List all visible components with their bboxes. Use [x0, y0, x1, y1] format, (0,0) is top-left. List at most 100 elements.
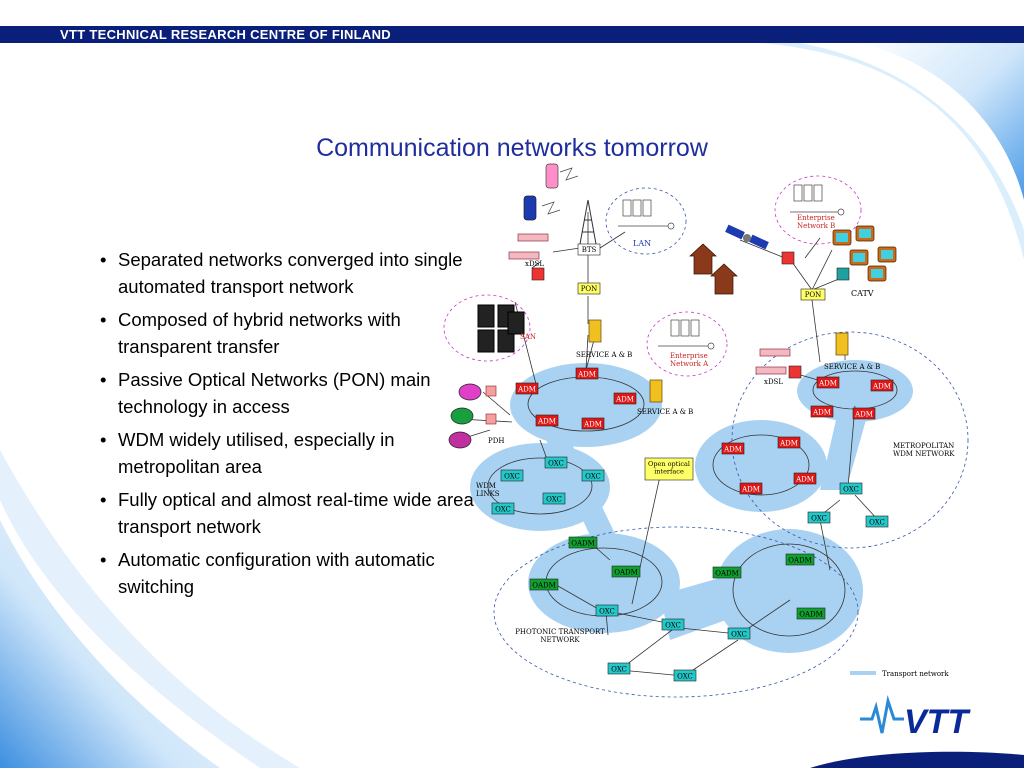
oxc-node-box	[727, 627, 751, 640]
oadm-node-box	[611, 565, 641, 578]
adm-node-label: ADM	[872, 383, 891, 391]
link-line	[811, 249, 833, 291]
mobile-phone-icon	[523, 195, 537, 221]
ent-b-terminator	[837, 208, 845, 216]
house-icon	[710, 263, 738, 295]
oxc-node-label: OXC	[869, 519, 885, 527]
pon-left-label: PON	[581, 285, 598, 293]
bullet-item: Passive Optical Networks (PON) main tech…	[96, 366, 476, 420]
service-left-label: SERVICE A & B	[576, 351, 632, 359]
bts-tower-icon	[579, 199, 597, 245]
oadm-node-label: OADM	[715, 570, 739, 578]
oxc-node-box	[581, 469, 605, 482]
legend-label: Transport network	[882, 670, 949, 678]
tv-screen-icon	[881, 250, 893, 259]
oxc-node-box	[839, 482, 863, 495]
link-line	[811, 299, 821, 363]
xdsl-right-label: xDSL	[764, 378, 783, 386]
link-line	[631, 475, 661, 605]
san-label: SAN	[520, 333, 536, 341]
modem-icon	[759, 348, 791, 357]
link-layer	[457, 212, 879, 677]
modem-icon	[508, 251, 540, 260]
ring-line	[712, 434, 810, 496]
adm-node-box	[535, 414, 559, 427]
service-server-icon	[835, 332, 849, 356]
pon-right-box	[800, 288, 826, 301]
oxc-node-box	[544, 456, 568, 469]
modem-icon	[517, 233, 549, 242]
oadm-node-box	[529, 578, 559, 591]
ring-line	[487, 457, 593, 515]
oxc-node-label: OXC	[811, 515, 827, 523]
adm-node-label: ADM	[854, 411, 873, 419]
tv-screen-icon	[853, 253, 865, 262]
bullet-item: WDM widely utilised, especially in metro…	[96, 426, 476, 480]
link-line	[804, 237, 821, 259]
link-line	[791, 261, 813, 291]
telephone-icon	[448, 431, 472, 449]
adm-node-label: ADM	[583, 421, 602, 429]
oxc-node-label: OXC	[677, 673, 693, 681]
adm-node-label: ADM	[818, 380, 837, 388]
pdh-unit-icon	[485, 385, 497, 397]
radio-wave-icon	[559, 167, 579, 181]
san-storage-icon	[507, 311, 525, 335]
device-layer	[448, 163, 897, 675]
open-optical-box	[644, 457, 694, 481]
link-line	[739, 239, 786, 259]
oxc-node-label: OXC	[504, 473, 520, 481]
oxc-node-box	[865, 515, 889, 528]
ring-line	[732, 543, 846, 637]
oxc-node-box	[491, 502, 515, 515]
oadm-node-label: OADM	[799, 611, 823, 619]
link-line	[585, 334, 589, 371]
pon-left-box	[577, 282, 601, 295]
bullet-list: Separated networks converged into single…	[96, 246, 476, 606]
adm-node-label: ADM	[517, 386, 536, 394]
oxc-node-box	[607, 662, 631, 675]
enterprise-a-boundary	[646, 311, 728, 377]
bts-label: BTS	[582, 246, 597, 254]
ring-metro	[695, 420, 827, 512]
ring-photonic-right	[715, 529, 863, 653]
oxc-node-label: OXC	[843, 486, 859, 494]
link-line	[819, 519, 831, 571]
enterprise-b-server	[803, 184, 813, 202]
oadm-node-box	[568, 536, 598, 549]
org-label: VTT TECHNICAL RESEARCH CENTRE OF FINLAND	[60, 27, 391, 42]
access-unit-icon	[531, 267, 545, 281]
adm-node-box	[515, 382, 539, 395]
tv-screen-icon	[859, 229, 871, 238]
link-line	[531, 261, 541, 269]
san-storage-icon	[497, 329, 515, 353]
swoosh-bottom-right	[810, 751, 1024, 768]
oadm-node-box	[796, 607, 826, 620]
oxc-node-box	[673, 669, 697, 682]
header-bar: VTT TECHNICAL RESEARCH CENTRE OF FINLAND	[0, 26, 1024, 43]
mobile-phone-icon	[545, 163, 559, 189]
san-storage-icon	[477, 329, 495, 353]
oadm-node-box	[712, 566, 742, 579]
adm-node-label: ADM	[741, 486, 760, 494]
san-storage-icon	[477, 304, 495, 328]
oadm-node-label: OADM	[571, 540, 595, 548]
enterprise-a-server	[690, 319, 700, 337]
adm-node-label: ADM	[779, 440, 798, 448]
link-line	[847, 405, 856, 488]
telephone-icon	[458, 383, 482, 401]
xdsl-top-label: xDSL	[525, 260, 544, 268]
adm-node-box	[870, 379, 894, 392]
san-boundary	[443, 294, 531, 362]
radio-wave-icon	[541, 201, 561, 215]
pdh-label: PDH	[488, 437, 504, 445]
adm-node-box	[739, 482, 763, 495]
adm-node-box	[575, 367, 599, 380]
adm-node-box	[810, 405, 834, 418]
